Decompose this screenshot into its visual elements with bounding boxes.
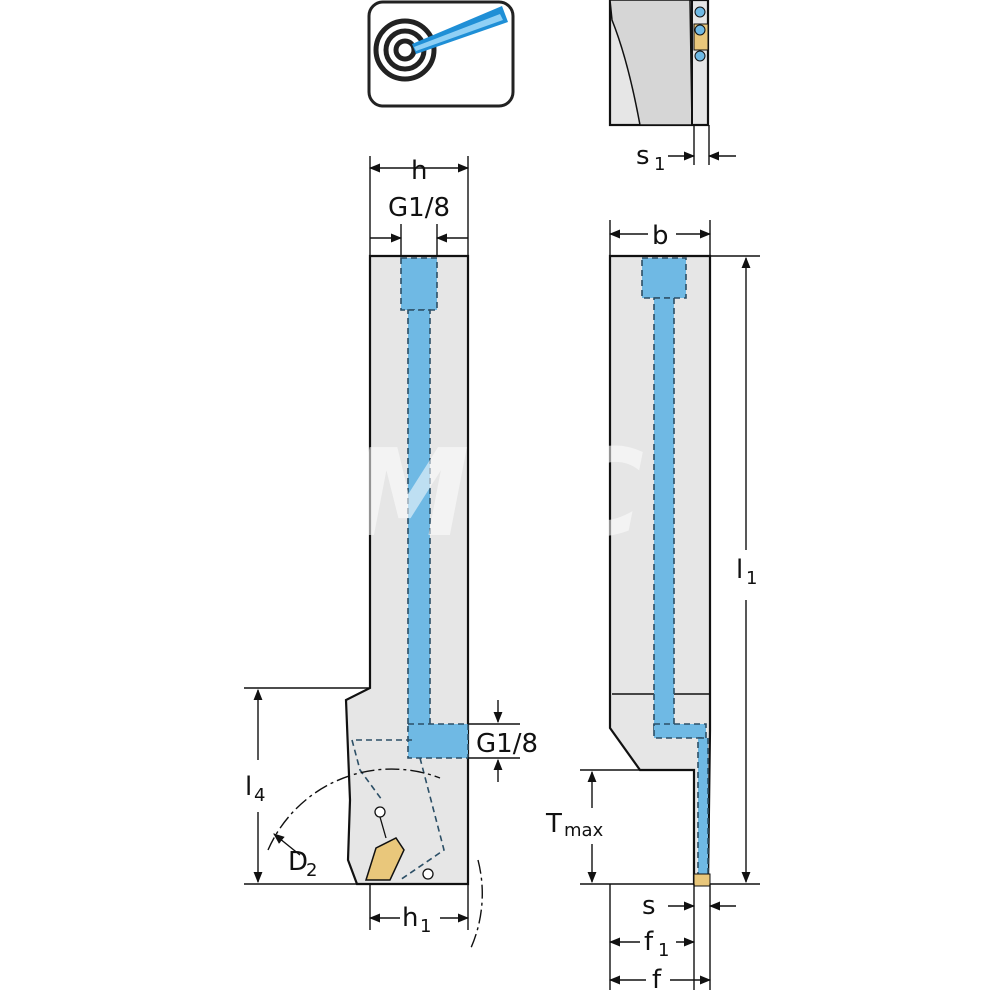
label-g18-top: G1/8 [388, 193, 450, 223]
label-d2: D [288, 847, 308, 877]
dimension-g18-side: G1/8 [468, 700, 538, 782]
label-l4-sub: 4 [254, 785, 265, 806]
label-s1: s [636, 141, 650, 171]
label-g18-side: G1/8 [476, 729, 538, 759]
label-s: s [642, 891, 656, 921]
label-l4: l [245, 772, 252, 802]
dimension-h1: h 1 [368, 884, 470, 937]
label-tmax-sub: max [564, 820, 604, 841]
dimension-b: b [608, 220, 712, 256]
label-h: h [411, 156, 427, 186]
label-l1: l [736, 555, 743, 585]
label-d2-sub: 2 [306, 860, 317, 881]
dimension-f: f [608, 965, 712, 995]
label-l1-sub: 1 [746, 568, 757, 589]
label-f: f [652, 965, 662, 995]
side-view-left [267, 254, 483, 951]
label-h1: h [402, 903, 418, 933]
dimension-s1: s 1 [636, 125, 736, 175]
side-view-right [608, 254, 712, 887]
watermark: MSC [350, 425, 644, 564]
label-s1-sub: 1 [654, 154, 665, 175]
dimension-l4: l 4 [244, 687, 370, 885]
dimension-l1: l 1 [710, 255, 760, 885]
label-tmax: T [545, 809, 562, 839]
coolant-target-icon [367, 0, 515, 108]
dimension-d2: D 2 [273, 833, 317, 881]
label-f1-sub: 1 [658, 940, 669, 961]
dimension-h: h [368, 156, 470, 256]
dimension-tmax: T max [545, 769, 694, 885]
end-view [608, 0, 710, 127]
dimension-s: s [609, 884, 736, 990]
dimension-g18-top: G1/8 [370, 193, 468, 256]
label-h1-sub: 1 [420, 916, 431, 937]
label-f1: f [644, 927, 654, 957]
dimension-f1: f 1 [608, 927, 696, 961]
label-b: b [652, 221, 669, 251]
